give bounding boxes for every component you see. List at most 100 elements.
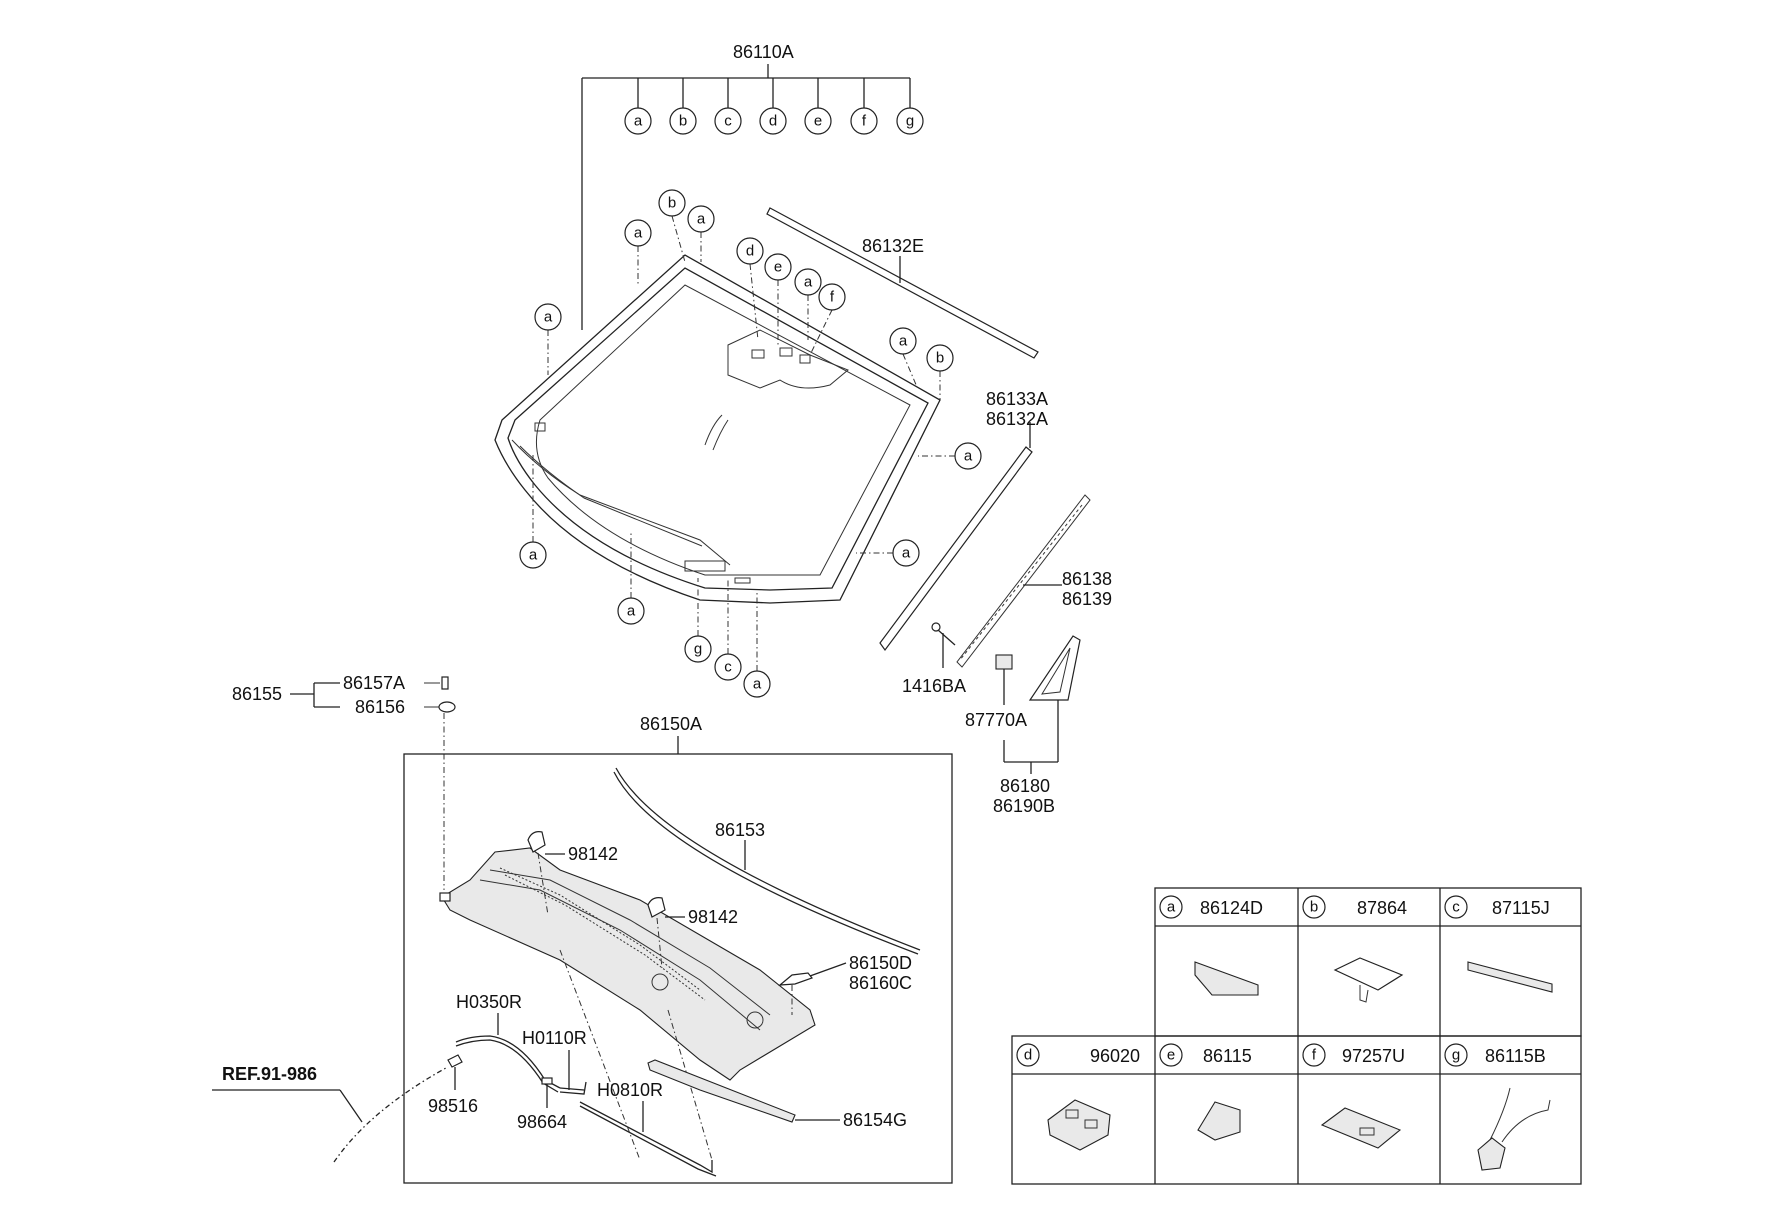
svg-text:a: a — [899, 333, 908, 350]
windshield-callout-bracket: 86110A a b c d e f g — [581, 42, 924, 330]
svg-text:a: a — [634, 225, 643, 242]
callout-a: a — [954, 442, 982, 470]
callout-b-top: b — [669, 107, 697, 135]
svg-text:b: b — [668, 195, 676, 212]
legend-cell-c: c 87115J — [1444, 895, 1553, 993]
cowl-assembly-box: 86150A — [403, 714, 953, 1184]
label-h0110r: H0110R — [522, 1028, 587, 1048]
svg-text:a: a — [634, 113, 643, 130]
callout-a: a — [892, 539, 920, 567]
svg-text:d: d — [1024, 1047, 1032, 1064]
svg-text:a: a — [529, 547, 538, 564]
svg-text:g: g — [1452, 1047, 1460, 1064]
label-86132a: 86132A — [986, 409, 1048, 429]
label-86133a: 86133A — [986, 389, 1048, 409]
cowl-seal: 86153 — [613, 767, 921, 955]
label-86110a: 86110A — [733, 42, 794, 62]
label-86155: 86155 — [232, 684, 282, 704]
svg-text:f: f — [830, 289, 835, 306]
callout-d-top: d — [759, 107, 787, 135]
check-valve: 98516 — [428, 1054, 478, 1116]
svg-text:g: g — [694, 641, 702, 658]
label-87770a: 87770A — [965, 710, 1027, 730]
callout-a: a — [519, 541, 547, 569]
washer-hoses: H0350R H0110R H0810R — [455, 949, 717, 1177]
svg-text:c: c — [724, 113, 732, 130]
legend-cell-e: e 86115 — [1159, 1043, 1252, 1141]
label-86190b: 86190B — [993, 796, 1055, 816]
svg-text:a: a — [902, 545, 911, 562]
label-h0810r: H0810R — [597, 1080, 663, 1100]
delta-garnish: 87770A 86180 86190B — [965, 635, 1081, 816]
label-86180: 86180 — [1000, 776, 1050, 796]
svg-text:a: a — [964, 448, 973, 465]
callout-a-top: a — [624, 107, 652, 135]
svg-text:f: f — [862, 113, 867, 130]
cowl-extension: 86154G — [647, 1059, 907, 1130]
callout-b: b — [926, 344, 954, 372]
svg-text:a: a — [753, 676, 762, 693]
svg-text:97257U: 97257U — [1342, 1046, 1405, 1066]
callout-e: e — [764, 253, 792, 281]
svg-text:87864: 87864 — [1357, 898, 1407, 918]
svg-text:86124D: 86124D — [1200, 898, 1263, 918]
label-86156: 86156 — [355, 697, 405, 717]
washer-nozzle-1: 98142 — [527, 831, 618, 916]
callout-f: f — [818, 283, 846, 311]
washer-nozzle-2: 98142 — [647, 897, 738, 969]
callout-c-top: c — [714, 107, 742, 135]
drip-moulding: 86138 86139 — [956, 494, 1112, 668]
callout-a: a — [687, 205, 715, 233]
windshield-glass — [494, 254, 941, 604]
svg-text:g: g — [906, 113, 914, 130]
label-86153: 86153 — [715, 820, 765, 840]
windshield-callouts: a a b a d e a f a b a a a a g c a — [519, 189, 982, 698]
cowl-top-cover — [439, 847, 816, 1081]
cowl-side-cover: 86150D 86160C — [778, 953, 912, 1015]
svg-text:c: c — [1452, 899, 1460, 916]
callout-e-top: e — [804, 107, 832, 135]
svg-text:96020: 96020 — [1090, 1046, 1140, 1066]
callout-g: g — [684, 635, 712, 663]
label-86154g: 86154G — [843, 1110, 907, 1130]
svg-text:b: b — [1310, 899, 1318, 916]
svg-text:e: e — [814, 113, 822, 130]
svg-text:a: a — [627, 603, 636, 620]
svg-text:f: f — [1312, 1047, 1317, 1064]
callout-g-top: g — [896, 107, 924, 135]
top-moulding: 86132E — [766, 207, 1039, 359]
svg-text:e: e — [774, 259, 782, 276]
reference-label: REF.91-986 — [212, 1064, 447, 1163]
callout-c: c — [714, 653, 742, 681]
svg-text:b: b — [936, 350, 944, 367]
side-moulding: 86133A 86132A — [879, 389, 1048, 652]
label-98142-b: 98142 — [688, 907, 738, 927]
svg-text:86115B: 86115B — [1485, 1046, 1546, 1066]
clip-1416ba: 1416BA — [902, 622, 966, 696]
svg-text:87115J: 87115J — [1492, 898, 1550, 918]
label-98142-a: 98142 — [568, 844, 618, 864]
label-98516: 98516 — [428, 1096, 478, 1116]
label-h0350r: H0350R — [456, 992, 522, 1012]
label-1416ba: 1416BA — [902, 676, 966, 696]
ref-91-986: REF.91-986 — [222, 1064, 317, 1084]
callout-a: a — [534, 303, 562, 331]
label-86138: 86138 — [1062, 569, 1112, 589]
legend-cell-g: g 86115B — [1444, 1043, 1551, 1171]
svg-text:d: d — [769, 113, 777, 130]
label-86160c: 86160C — [849, 973, 912, 993]
svg-text:d: d — [746, 243, 754, 260]
svg-text:a: a — [544, 309, 553, 326]
legend-cell-b: b 87864 — [1302, 895, 1407, 1003]
parts-legend-table: a 86124D b 87864 c 87115J d 96020 e — [1011, 887, 1582, 1185]
callout-a: a — [624, 219, 652, 247]
svg-text:a: a — [697, 211, 706, 228]
svg-text:86115: 86115 — [1203, 1046, 1252, 1066]
label-86139: 86139 — [1062, 589, 1112, 609]
svg-text:a: a — [804, 274, 813, 291]
callout-d: d — [736, 237, 764, 265]
label-86132e: 86132E — [862, 236, 924, 256]
svg-text:b: b — [679, 113, 687, 130]
label-86150a: 86150A — [640, 714, 702, 734]
